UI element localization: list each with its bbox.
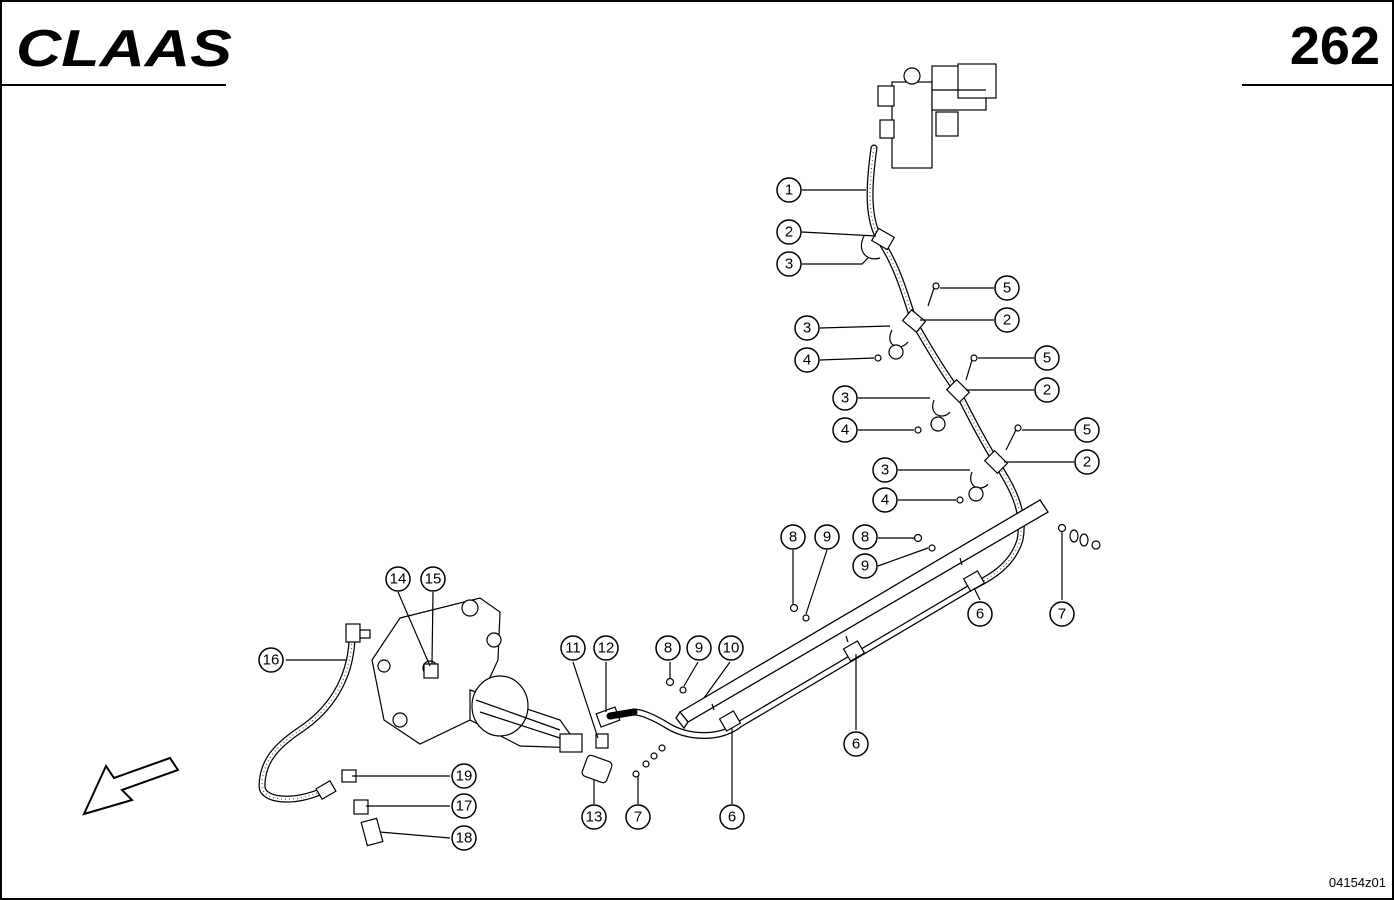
callout-2: 2 xyxy=(1074,449,1100,475)
callout-8: 8 xyxy=(655,635,681,661)
callout-label: 4 xyxy=(803,352,811,369)
callout-label: 8 xyxy=(861,529,869,546)
callout-label: 1 xyxy=(785,182,793,199)
callout-9: 9 xyxy=(814,524,840,550)
callout-label: 15 xyxy=(425,571,442,588)
hose-clamps xyxy=(860,227,1009,504)
callout-16: 16 xyxy=(258,647,284,673)
callout-4: 4 xyxy=(832,417,858,443)
callout-label: 12 xyxy=(598,640,615,657)
callout-label: 8 xyxy=(664,640,672,657)
leader-lines xyxy=(286,189,1074,839)
rail-fasteners xyxy=(632,523,1101,778)
callout-label: 3 xyxy=(841,390,849,407)
callout-6: 6 xyxy=(843,731,869,757)
callout-label: 4 xyxy=(841,422,849,439)
callout-label: 8 xyxy=(789,529,797,546)
callout-label: 9 xyxy=(695,640,703,657)
callout-label: 3 xyxy=(803,320,811,337)
header-rule-left xyxy=(0,84,226,86)
callout-12: 12 xyxy=(593,635,619,661)
callout-label: 4 xyxy=(881,492,889,509)
callout-19: 19 xyxy=(451,763,477,789)
callout-17: 17 xyxy=(451,793,477,819)
callout-label: 5 xyxy=(1003,280,1011,297)
callout-9: 9 xyxy=(686,635,712,661)
callout-6: 6 xyxy=(719,804,745,830)
callout-4: 4 xyxy=(872,487,898,513)
callout-3: 3 xyxy=(872,457,898,483)
callout-11: 11 xyxy=(560,635,586,661)
fittings xyxy=(341,663,638,847)
callout-label: 10 xyxy=(723,640,740,657)
brand-logo-text: CLAAS xyxy=(16,22,232,72)
callout-8: 8 xyxy=(852,524,878,550)
callout-14: 14 xyxy=(385,566,411,592)
callout-2: 2 xyxy=(994,307,1020,333)
callout-3: 3 xyxy=(832,385,858,411)
callout-label: 7 xyxy=(1058,606,1066,623)
callout-5: 5 xyxy=(994,275,1020,301)
callout-label: 7 xyxy=(634,809,642,826)
callout-label: 13 xyxy=(586,809,603,826)
left-hose xyxy=(258,623,371,803)
callout-1: 1 xyxy=(776,177,802,203)
callout-4: 4 xyxy=(794,347,820,373)
callout-label: 9 xyxy=(823,529,831,546)
callout-label: 14 xyxy=(390,571,407,588)
callout-9: 9 xyxy=(852,553,878,579)
callout-5: 5 xyxy=(1074,417,1100,443)
callout-label: 3 xyxy=(785,256,793,273)
callout-label: 9 xyxy=(861,558,869,575)
mounting-rails xyxy=(630,499,1049,739)
callout-label: 6 xyxy=(852,736,860,753)
callout-label: 2 xyxy=(1003,312,1011,329)
callout-7: 7 xyxy=(625,804,651,830)
bolts xyxy=(927,282,1022,451)
callout-7: 7 xyxy=(1049,601,1075,627)
callout-label: 6 xyxy=(728,809,736,826)
callout-label: 18 xyxy=(456,830,473,847)
callout-3: 3 xyxy=(776,251,802,277)
callout-label: 16 xyxy=(263,652,280,669)
callout-2: 2 xyxy=(776,219,802,245)
callout-13: 13 xyxy=(581,804,607,830)
callout-label: 6 xyxy=(976,606,984,623)
main-hose xyxy=(866,144,1025,592)
callout-3: 3 xyxy=(794,315,820,341)
drawing-code: 04154z01 xyxy=(1328,875,1386,890)
callout-label: 3 xyxy=(881,462,889,479)
callout-label: 19 xyxy=(456,768,473,785)
callout-5: 5 xyxy=(1034,345,1060,371)
wheel-hub-assembly xyxy=(371,597,583,753)
callout-label: 2 xyxy=(1043,382,1051,399)
callout-label: 2 xyxy=(785,224,793,241)
header-rule-right xyxy=(1242,84,1394,86)
callout-15: 15 xyxy=(420,566,446,592)
callout-18: 18 xyxy=(451,825,477,851)
callout-label: 5 xyxy=(1043,350,1051,367)
page-number: 262 xyxy=(1289,16,1380,76)
callout-2: 2 xyxy=(1034,377,1060,403)
direction-arrow-icon xyxy=(82,756,180,816)
callout-8: 8 xyxy=(780,524,806,550)
claas-logo: CLAAS xyxy=(16,22,232,72)
callout-label: 2 xyxy=(1083,454,1091,471)
callout-10: 10 xyxy=(718,635,744,661)
callout-label: 5 xyxy=(1083,422,1091,439)
callout-6: 6 xyxy=(967,601,993,627)
valve-block xyxy=(877,63,997,169)
callout-label: 17 xyxy=(456,798,473,815)
callout-label: 11 xyxy=(565,640,581,657)
